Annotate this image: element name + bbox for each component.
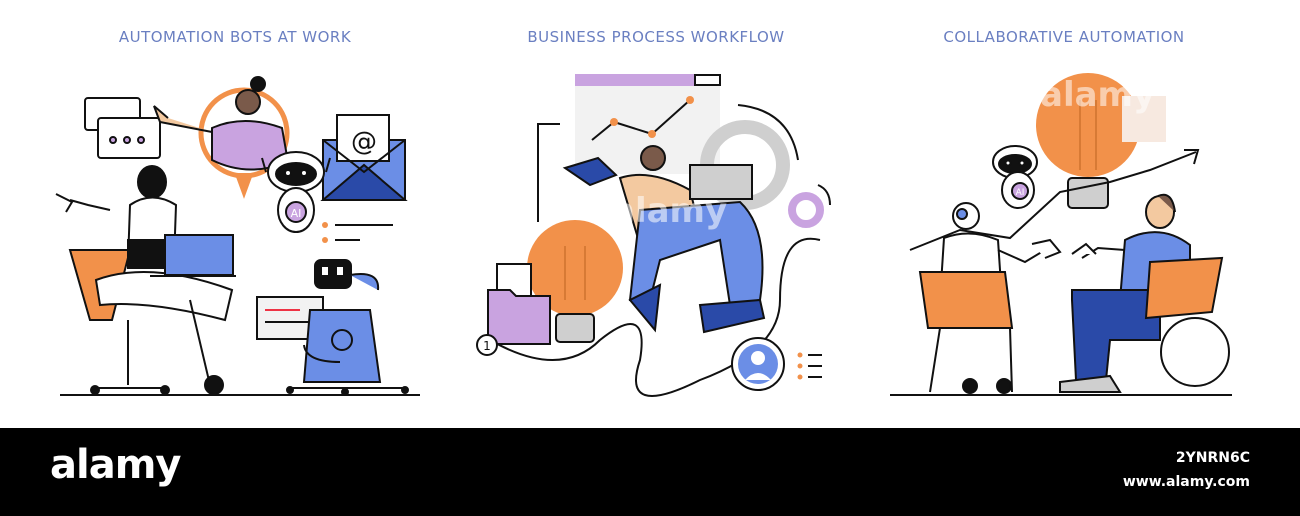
- watermark-text: alamy: [1040, 75, 1155, 115]
- panel-title-business-process: BUSINESS PROCESS WORKFLOW: [527, 28, 785, 46]
- growth-arrow: [909, 151, 1197, 251]
- email-envelope-icon: [320, 114, 408, 201]
- panel-automation-bots-illustration: @ AI: [55, 76, 420, 396]
- businessman-with-laptop: [562, 145, 766, 334]
- image-id-label: 2YNRN6C: [1175, 450, 1250, 466]
- light-bulb-icon: [1036, 73, 1166, 209]
- woman-avatar: [153, 76, 290, 199]
- growth-arrow-head: [1184, 149, 1200, 165]
- ai-assistant-bot: [261, 151, 331, 233]
- step-number-badge: [476, 334, 498, 356]
- ai-badge: AI: [291, 207, 302, 220]
- brand-logo: alamy: [50, 442, 181, 488]
- ai-badge: AI: [1016, 188, 1025, 198]
- chat-bubble-icon: [84, 97, 161, 159]
- step-number-label: 1: [483, 339, 491, 353]
- info-lines-icon: [322, 222, 393, 243]
- light-bulb-icon: [527, 220, 623, 343]
- footer-bar: alamy 2YNRN6C www.alamy.com: [0, 428, 1300, 516]
- humanoid-robot-sitting: [918, 202, 1062, 394]
- panel-collaborative-illustration: AI: [890, 73, 1232, 396]
- flow-connector-curve: [489, 237, 821, 397]
- watermark-text: alamy: [612, 191, 727, 231]
- panel-title-automation-bots: AUTOMATION BOTS AT WORK: [118, 28, 352, 46]
- humanoid-robot-with-laptop: [55, 165, 236, 395]
- ai-assistant-bot: [992, 145, 1038, 209]
- panel-business-process-illustration: 1: [476, 74, 831, 397]
- email-at-symbol: @: [351, 127, 377, 157]
- flow-connector-line: [537, 123, 560, 222]
- user-profile-icon: [731, 337, 822, 391]
- folder-icon: [487, 263, 551, 345]
- illustration-canvas: @ AI: [55, 73, 1232, 397]
- panel-title-collaborative: COLLABORATIVE AUTOMATION: [943, 28, 1185, 46]
- man-in-wheelchair: [1059, 193, 1230, 393]
- desk-robot-with-document: [256, 259, 409, 396]
- site-url-label: www.alamy.com: [1122, 474, 1250, 490]
